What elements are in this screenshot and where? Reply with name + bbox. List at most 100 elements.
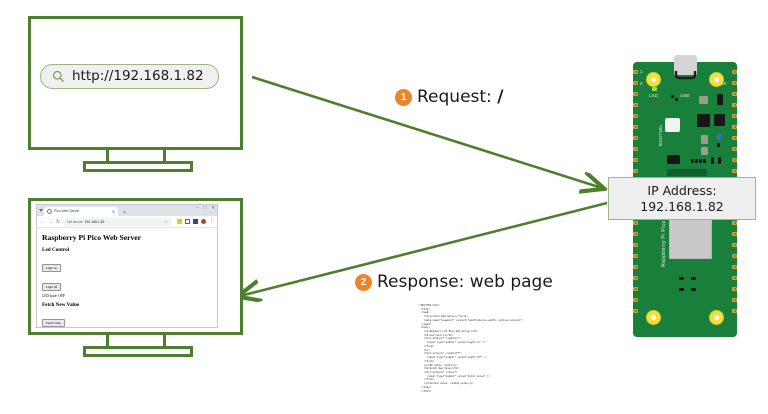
pin	[732, 158, 737, 162]
smd-component	[671, 95, 674, 98]
wifi-shield	[669, 214, 712, 259]
forward-icon[interactable]: →	[48, 218, 53, 225]
pin	[732, 287, 737, 291]
browser-tab-bar: Pico Web Server ✕ + – □ ✕	[37, 205, 217, 216]
extension-icon-dark[interactable]	[193, 219, 198, 224]
tab-close-icon[interactable]: ✕	[111, 208, 115, 214]
pin	[732, 92, 737, 96]
component	[711, 157, 714, 164]
pin	[633, 287, 638, 291]
step-2-badge: 2	[355, 273, 372, 291]
component	[691, 159, 694, 163]
pin	[633, 276, 638, 280]
component	[695, 159, 698, 163]
pin	[633, 136, 638, 140]
pin	[633, 169, 638, 173]
result-monitor-neck	[106, 335, 166, 346]
pin	[633, 81, 638, 85]
component	[679, 277, 684, 280]
kebab-menu-icon[interactable]: ⋮	[209, 218, 214, 224]
component	[691, 277, 696, 280]
component	[699, 96, 708, 104]
component	[717, 143, 720, 147]
profile-avatar-icon[interactable]	[201, 219, 206, 224]
mount-hole-top-left	[646, 72, 661, 87]
pin	[732, 147, 737, 151]
browser-window: Pico Web Server ✕ + – □ ✕ ← → ↻ Not secu…	[36, 204, 218, 328]
pin-number-39: 39	[721, 81, 727, 86]
close-icon[interactable]: ✕	[211, 205, 215, 210]
pin	[732, 81, 737, 85]
page-heading: Raspberry Pi Pico Web Server	[42, 233, 141, 242]
pin	[732, 169, 737, 173]
pin	[732, 136, 737, 140]
ip-address-value: 192.168.1.82	[640, 199, 724, 214]
new-tab-button[interactable]: +	[123, 210, 126, 216]
address-bar[interactable]: Not secure 192.168.1.82 ☆	[63, 217, 172, 226]
server-result-monitor: Pico Web Server ✕ + – □ ✕ ← → ↻ Not secu…	[28, 198, 243, 358]
pin-number-2: 2	[640, 81, 643, 86]
browser-toolbar: ← → ↻ Not secure 192.168.1.82 ☆ ⋮	[37, 216, 217, 228]
extension-icon-outline[interactable]	[185, 219, 190, 224]
pin	[633, 232, 638, 236]
pin	[633, 221, 638, 225]
pin	[732, 265, 737, 269]
usb-connector	[674, 55, 697, 75]
url-text: http://192.168.1.82	[72, 68, 204, 84]
rp2040-chip	[697, 114, 710, 127]
fetch-value-heading: Fetch New Value	[42, 302, 80, 308]
pin	[732, 125, 737, 129]
fetch-value-button[interactable]: Fetch value	[42, 319, 65, 327]
bootsel-button[interactable]	[665, 118, 680, 132]
mount-hole-bottom-left	[646, 310, 661, 325]
chevron-down-icon[interactable]	[37, 205, 44, 216]
pin	[633, 254, 638, 258]
component	[691, 288, 696, 291]
pin	[732, 221, 737, 225]
light-on-button[interactable]: Light on	[42, 264, 61, 272]
url-search-bar[interactable]: http://192.168.1.82	[40, 64, 219, 89]
pin	[633, 92, 638, 96]
pin	[633, 158, 638, 162]
reload-icon[interactable]: ↻	[56, 218, 61, 225]
pin	[732, 70, 737, 74]
pin	[732, 276, 737, 280]
led-state-text: LED state: OFF	[42, 294, 65, 298]
pin	[732, 309, 737, 313]
component	[699, 159, 702, 163]
mount-hole-top-right	[709, 72, 724, 87]
minimize-icon[interactable]: –	[195, 205, 199, 210]
component	[717, 134, 721, 140]
pin	[633, 265, 638, 269]
led-control-heading: Led Control	[42, 247, 70, 253]
web-page-content: Raspberry Pi Pico Web Server Led Control…	[37, 228, 217, 327]
pin-number-1: 1	[640, 69, 643, 74]
star-icon[interactable]: ☆	[164, 219, 168, 224]
html-source-code: <!DOCTYPE html> <html> <head> <title>Pic…	[418, 304, 524, 393]
pin	[633, 103, 638, 107]
bootsel-silkscreen-label: BOOTSEL	[658, 124, 663, 146]
led-silkscreen-label: LED	[649, 93, 659, 98]
usb-silkscreen-label: USB	[680, 93, 690, 98]
ip-address-callout: IP Address: 192.168.1.82	[608, 177, 756, 220]
component	[701, 147, 708, 155]
client-monitor: http://192.168.1.82	[28, 16, 243, 176]
pin	[732, 114, 737, 118]
step-1-text: Request: /	[417, 87, 504, 107]
browser-tab[interactable]: Pico Web Server ✕	[44, 206, 118, 216]
component	[701, 135, 708, 144]
pin	[633, 70, 638, 74]
pin	[633, 114, 638, 118]
extension-icon-yellow[interactable]	[177, 219, 182, 224]
pin	[732, 232, 737, 236]
client-monitor-neck	[106, 150, 166, 161]
usb-port-icon	[674, 71, 697, 80]
component	[703, 159, 706, 163]
back-icon[interactable]: ←	[40, 218, 45, 225]
result-monitor-base	[83, 346, 193, 357]
maximize-icon[interactable]: □	[203, 205, 207, 210]
pin	[633, 243, 638, 247]
light-off-button[interactable]: Light off	[42, 283, 62, 291]
step-2-text: Response: web page	[377, 272, 553, 292]
